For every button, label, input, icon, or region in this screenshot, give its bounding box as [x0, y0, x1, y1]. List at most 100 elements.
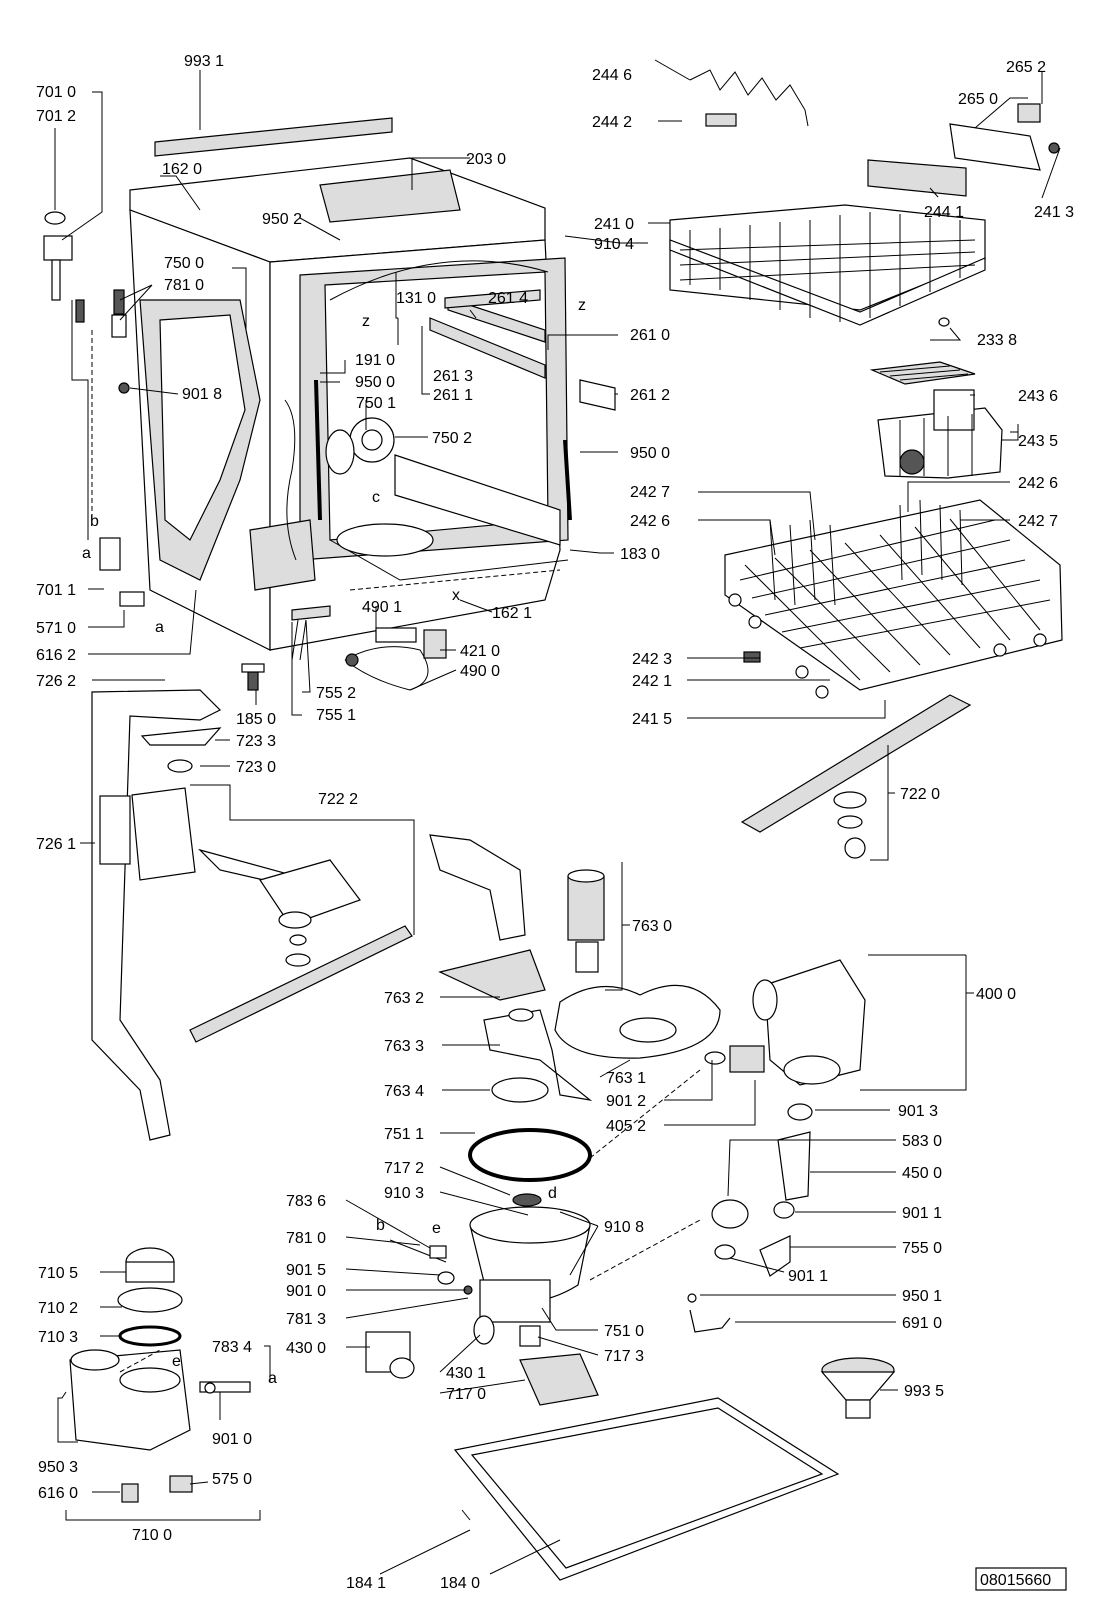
label-710-2: 710 2	[38, 1300, 78, 1317]
marker-e-2: e	[172, 1353, 181, 1370]
base-frame	[453, 1397, 840, 1581]
label-901-1-b: 901 1	[788, 1268, 828, 1285]
label-726-1: 726 1	[36, 836, 76, 853]
label-265-2: 265 2	[1006, 59, 1046, 76]
label-450-0: 450 0	[902, 1165, 942, 1182]
label-701-2: 701 2	[36, 108, 76, 125]
label-244-6: 244 6	[592, 67, 632, 84]
label-701-1: 701 1	[36, 582, 76, 599]
label-184-0: 184 0	[440, 1575, 480, 1592]
label-755-0: 755 0	[902, 1240, 942, 1257]
label-901-0-a: 901 0	[286, 1283, 326, 1300]
label-242-6-b: 242 6	[1018, 475, 1058, 492]
marker-a-2: a	[155, 619, 164, 636]
label-910-8: 910 8	[604, 1219, 644, 1236]
label-993-1: 993 1	[184, 53, 224, 70]
label-131-0: 131 0	[396, 290, 436, 307]
label-575-0: 575 0	[212, 1471, 252, 1488]
label-750-2: 750 2	[432, 430, 472, 447]
label-162-1: 162 1	[492, 605, 532, 622]
label-244-2: 244 2	[592, 114, 632, 131]
label-901-0-b: 901 0	[212, 1431, 252, 1448]
label-405-2: 405 2	[606, 1118, 646, 1135]
label-783-4: 783 4	[212, 1339, 252, 1356]
label-722-0: 722 0	[900, 786, 940, 803]
water-softener	[69, 1247, 251, 1503]
label-901-1-a: 901 1	[902, 1205, 942, 1222]
marker-z-1: z	[362, 313, 370, 330]
label-723-3: 723 3	[236, 733, 276, 750]
label-751-1: 751 1	[384, 1126, 424, 1143]
leader-lines	[54, 59, 1061, 1575]
marker-b-2: b	[376, 1217, 385, 1234]
lower-basket	[724, 499, 1063, 699]
label-242-7-a: 242 7	[630, 484, 670, 501]
label-950-3: 950 3	[38, 1459, 78, 1476]
label-781-0-b: 781 0	[286, 1230, 326, 1247]
label-242-6-a: 242 6	[630, 513, 670, 530]
label-191-0: 191 0	[355, 352, 395, 369]
label-242-3: 242 3	[632, 651, 672, 668]
label-783-6: 783 6	[286, 1193, 326, 1210]
label-261-1: 261 1	[433, 387, 473, 404]
label-710-3: 710 3	[38, 1329, 78, 1346]
tub-cabinet	[43, 117, 616, 691]
circulation-pump	[687, 959, 866, 1333]
sump-assembly	[365, 834, 721, 1406]
label-717-2: 717 2	[384, 1160, 424, 1177]
marker-a-3: a	[268, 1370, 277, 1387]
label-710-0: 710 0	[132, 1527, 172, 1544]
label-243-5: 243 5	[1018, 433, 1058, 450]
label-244-1: 244 1	[924, 204, 964, 221]
label-910-4: 910 4	[594, 236, 634, 253]
label-763-2: 763 2	[384, 990, 424, 1007]
spray-system	[91, 689, 413, 1141]
label-242-1: 242 1	[632, 673, 672, 690]
label-243-6: 243 6	[1018, 388, 1058, 405]
label-717-3: 717 3	[604, 1348, 644, 1365]
top-strip-part	[154, 117, 393, 157]
label-430-0: 430 0	[286, 1340, 326, 1357]
label-490-1: 490 1	[362, 599, 402, 616]
marker-x-1: x	[452, 587, 460, 604]
label-726-2: 726 2	[36, 673, 76, 690]
document-number: 08015660	[975, 1567, 1067, 1591]
label-261-3: 261 3	[433, 368, 473, 385]
label-717-0: 717 0	[446, 1386, 486, 1403]
label-184-1: 184 1	[346, 1575, 386, 1592]
label-241-5: 241 5	[632, 711, 672, 728]
marker-z-2: z	[578, 297, 586, 314]
label-722-2: 722 2	[318, 791, 358, 808]
label-763-4: 763 4	[384, 1083, 424, 1100]
label-583-0: 583 0	[902, 1133, 942, 1150]
label-763-1: 763 1	[606, 1070, 646, 1087]
label-763-3: 763 3	[384, 1038, 424, 1055]
label-400-0: 400 0	[976, 986, 1016, 1003]
label-901-2: 901 2	[606, 1093, 646, 1110]
label-950-0-b: 950 0	[630, 445, 670, 462]
label-691-0: 691 0	[902, 1315, 942, 1332]
label-751-0: 751 0	[604, 1323, 644, 1340]
label-993-5: 993 5	[904, 1383, 944, 1400]
label-901-5: 901 5	[286, 1262, 326, 1279]
marker-e-1: e	[432, 1220, 441, 1237]
label-233-8: 233 8	[977, 332, 1017, 349]
label-203-0: 203 0	[466, 151, 506, 168]
label-755-1: 755 1	[316, 707, 356, 724]
label-781-0-a: 781 0	[164, 277, 204, 294]
label-261-2: 261 2	[630, 387, 670, 404]
salt-funnel	[820, 1357, 896, 1419]
label-241-3: 241 3	[1034, 204, 1074, 221]
label-183-0: 183 0	[620, 546, 660, 563]
label-710-5: 710 5	[38, 1265, 78, 1282]
label-490-0: 490 0	[460, 663, 500, 680]
label-701-0: 701 0	[36, 84, 76, 101]
label-755-2: 755 2	[316, 685, 356, 702]
label-421-0: 421 0	[460, 643, 500, 660]
label-901-3: 901 3	[898, 1103, 938, 1120]
label-950-1: 950 1	[902, 1288, 942, 1305]
label-781-3: 781 3	[286, 1311, 326, 1328]
connection-markers: a b a c x z z d b e e a	[82, 297, 586, 1387]
label-910-3: 910 3	[384, 1185, 424, 1202]
label-616-2: 616 2	[36, 647, 76, 664]
